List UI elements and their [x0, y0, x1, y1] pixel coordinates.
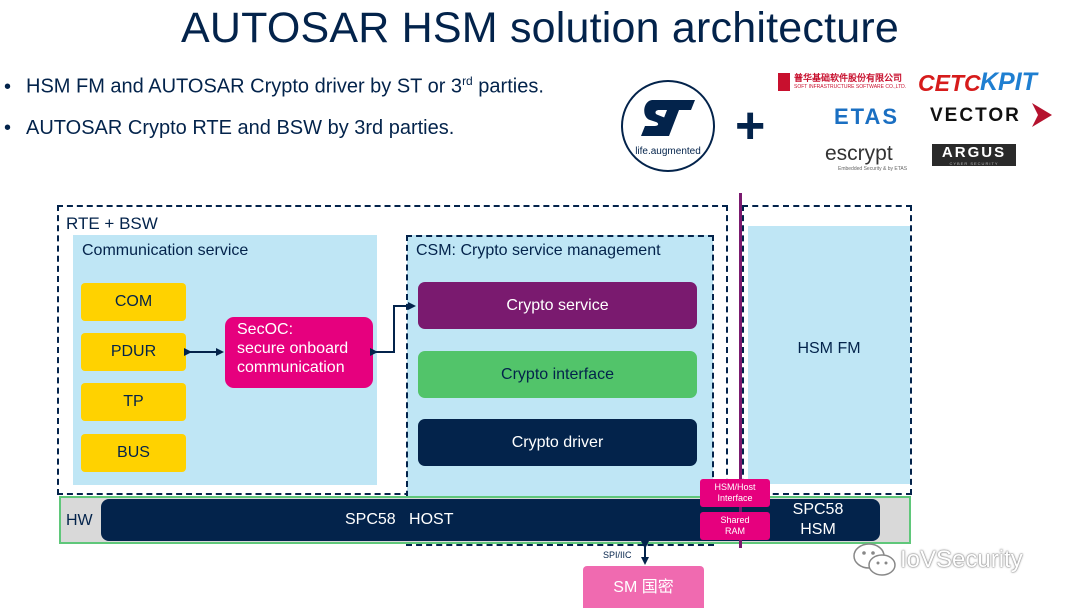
csm-label: CSM: Crypto service management: [416, 242, 661, 259]
shared-ram-line-1: Shared: [720, 515, 750, 525]
sm-guomi-box: SM 国密: [583, 566, 704, 608]
etas-logo: ETAS: [834, 104, 900, 129]
hsm-host-interface-box: HSM/Host Interface: [700, 479, 770, 507]
argus-subtitle: CYBER SECURITY: [949, 161, 999, 166]
rte-bsw-label: RTE + BSW: [66, 214, 158, 233]
spc58-hsm-label: SPC58 HSM: [778, 500, 858, 540]
crypto-driver-box: Crypto driver: [418, 419, 697, 466]
com-box: COM: [81, 283, 186, 321]
host-hsm-divider: [739, 193, 742, 548]
shared-ram-line-2: RAM: [725, 526, 745, 536]
secoc-box: SecOC: secure onboard communication: [225, 317, 373, 388]
kpit-logo: KPIT: [980, 68, 1037, 96]
shared-ram-box: Shared RAM: [700, 512, 770, 540]
communication-service-label: Communication service: [82, 242, 249, 259]
escrypt-logo: escrypt: [825, 142, 893, 165]
softinfra-name-en: SOFT INFRASTRUCTURE SOFTWARE CO.,LTD.: [794, 84, 907, 90]
bus-box: BUS: [81, 434, 186, 472]
csm-region: [406, 235, 714, 546]
st-tagline: life.augmented: [635, 146, 701, 157]
bullet-1-text: HSM FM and AUTOSAR Crypto driver by ST o…: [26, 75, 463, 98]
spc58-hsm-line-2: HSM: [800, 521, 836, 538]
bullet-1-sup: rd: [462, 74, 473, 88]
spc58-hsm-line-1: SPC58: [792, 501, 844, 518]
secoc-line-2: secure onboard: [237, 340, 349, 357]
hsm-region: [742, 205, 912, 495]
bullet-2-text: AUTOSAR Crypto RTE and BSW by 3rd partie…: [26, 117, 455, 139]
softinfra-mark-icon: [778, 73, 790, 91]
crypto-service-box: Crypto service: [418, 282, 697, 329]
watermark-text: IoVSecurity: [900, 546, 1023, 573]
tp-box: TP: [81, 383, 186, 421]
hw-label: HW: [66, 512, 93, 529]
bullet-2: • AUTOSAR Crypto RTE and BSW by 3rd parti…: [4, 117, 454, 140]
hsm-fm-panel: [748, 226, 910, 484]
bullet-1: • HSM FM and AUTOSAR Crypto driver by ST …: [4, 74, 544, 99]
argus-logo: ARGUS: [932, 144, 1016, 166]
bullet-dot: •: [4, 75, 12, 98]
st-logo-icon: [641, 100, 695, 136]
softinfra-logo: 普华基础软件股份有限公司 SOFT INFRASTRUCTURE SOFTWAR…: [778, 71, 912, 95]
secoc-line-1: SecOC:: [237, 321, 294, 338]
st-logo: life.augmented: [621, 80, 715, 172]
vector-chevron-icon: [1032, 103, 1052, 127]
secoc-crypto-service-arrow: [370, 302, 416, 356]
crypto-interface-box: Crypto interface: [418, 351, 697, 398]
secoc-line-3: communication: [237, 359, 345, 376]
bullet-dot: •: [4, 117, 12, 139]
hsm-fm-label: HSM FM: [797, 340, 861, 357]
plus-icon: +: [735, 97, 766, 155]
hsm-host-interface-line-1: HSM/Host: [714, 482, 756, 492]
bullet-1-tail: parties.: [472, 75, 544, 98]
escrypt-subtitle: Embedded Security & by ETAS: [838, 166, 908, 172]
page-title: AUTOSAR HSM solution architecture: [181, 4, 899, 52]
hsm-host-interface-line-2: Interface: [717, 493, 753, 503]
cetc-logo: CETC: [918, 70, 981, 96]
wechat-icon: [853, 543, 896, 576]
pdur-box: PDUR: [81, 333, 186, 371]
vector-logo: VECTOR: [930, 105, 1021, 126]
rte-bsw-region: [57, 205, 728, 495]
spc58-host-label: SPC58 HOST: [345, 511, 454, 528]
softinfra-name-cn: 普华基础软件股份有限公司: [794, 73, 903, 83]
spi-iic-label: SPI/IIC: [603, 550, 632, 560]
